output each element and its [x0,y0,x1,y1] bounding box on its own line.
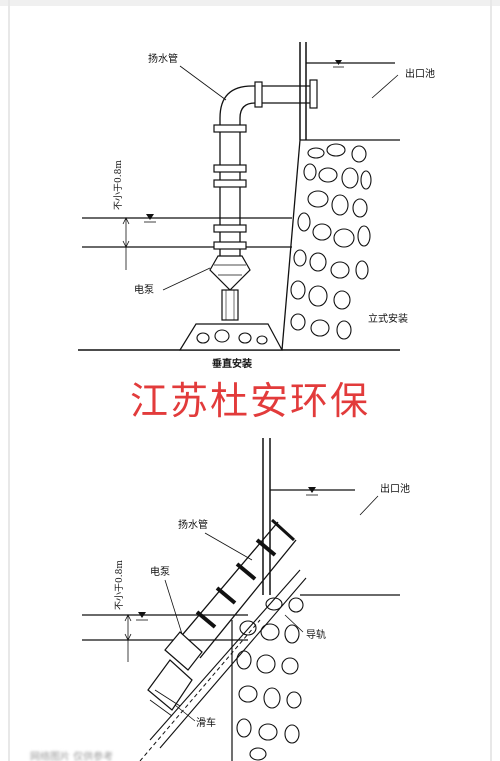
watermark-text: 江苏杜安环保 [129,379,370,423]
bottom-riser-pipe-label: 扬水管 [178,518,208,531]
top-riser-pipe-label: 扬水管 [148,52,178,65]
trolley-label: 滑车 [196,716,216,729]
top-border [0,0,500,6]
left-border [8,0,10,761]
install-type-label: 立式安装 [368,312,408,325]
right-border [490,0,492,761]
top-outlet-pool-label: 出口池 [405,67,435,80]
top-min-depth-label: 不小于0.8m [113,160,124,210]
footer-blurred-text: 网络图片 仅供参考 [30,752,114,761]
guide-rail-label: 导轨 [306,628,326,641]
bottom-pump-label: 电泵 [150,565,170,578]
bottom-min-depth-label: 不小于0.8m [114,560,125,610]
bottom-outlet-pool-label: 出口池 [380,482,410,495]
top-diagram-caption: 垂直安装 [212,357,252,370]
vertical-installation-diagram: 扬水管 出口池 不小于0.8m 电泵 立式安装 垂直安装 [78,42,435,370]
top-pump-label: 电泵 [134,283,154,296]
